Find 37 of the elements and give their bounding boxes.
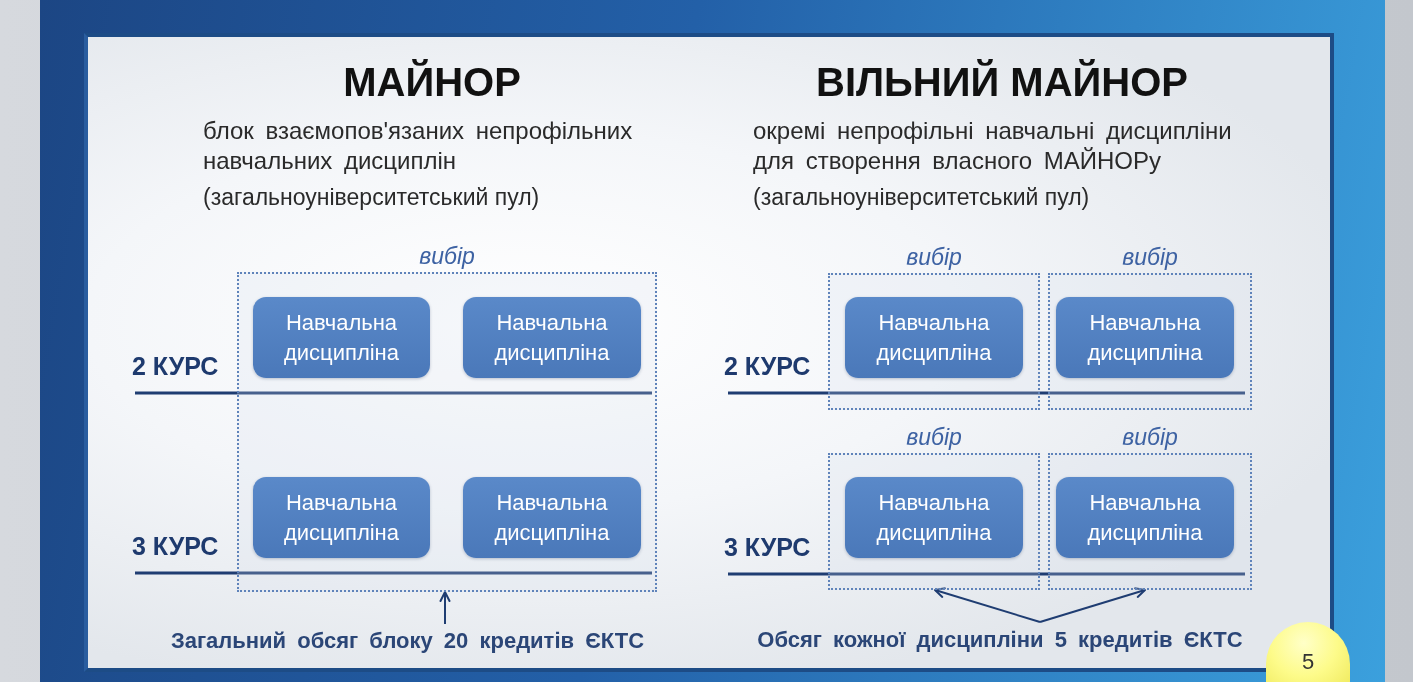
choice-label: вибір bbox=[1122, 243, 1178, 272]
box-text: Навчальна дисципліна bbox=[282, 488, 400, 547]
caption-text: Обсяг кожної дисципліни 5 кредитів ЄКТС bbox=[736, 622, 1264, 658]
note-text: (загальноуніверситетський пул) bbox=[203, 183, 540, 211]
note-text: (загальноуніверситетський пул) bbox=[753, 183, 1090, 211]
rounded-box bbox=[253, 477, 430, 558]
box-text: Навчальна дисципліна bbox=[875, 488, 993, 547]
choice-label: вибір bbox=[906, 423, 962, 452]
rounded-box bbox=[1056, 297, 1234, 378]
heading: МАЙНОР bbox=[342, 58, 522, 106]
box-text: Навчальна дисципліна bbox=[1086, 488, 1204, 547]
description-text: блок взаємопов'язаних непрофільних навчальних дисциплін bbox=[203, 116, 634, 176]
box-text: Навчальна дисципліна bbox=[493, 488, 611, 547]
rounded-box bbox=[845, 477, 1023, 558]
arrow bbox=[1039, 587, 1146, 623]
choice-label: вибір bbox=[1122, 423, 1178, 452]
choice-label: вибір bbox=[906, 243, 962, 272]
course-label: 2 КУРС bbox=[132, 351, 219, 381]
rounded-box bbox=[845, 297, 1023, 378]
rounded-box bbox=[463, 477, 641, 558]
box-text: Навчальна дисципліна bbox=[282, 308, 400, 367]
description-text: окремі непрофільні навчальні дисципліни для створення власного МАЙНОРу bbox=[753, 116, 1233, 176]
course-label: 3 КУРС bbox=[724, 532, 811, 562]
box-text: Навчальна дисципліна bbox=[493, 308, 611, 367]
rounded-box bbox=[463, 297, 641, 378]
course-label: 3 КУРС bbox=[132, 531, 219, 561]
box-text: Навчальна дисципліна bbox=[1086, 308, 1204, 367]
rounded-box bbox=[1056, 477, 1234, 558]
arrow bbox=[439, 591, 451, 625]
course-label: 2 КУРС bbox=[724, 351, 811, 381]
page-number: 5 bbox=[1301, 649, 1315, 675]
caption-text: Загальний обсяг блоку 20 кредитів ЄКТС bbox=[150, 624, 665, 658]
box-text: Навчальна дисципліна bbox=[875, 308, 993, 367]
arrow bbox=[934, 587, 1041, 623]
choice-label: вибір bbox=[419, 242, 475, 271]
rounded-box bbox=[253, 297, 430, 378]
heading: ВІЛЬНИЙ МАЙНОР bbox=[815, 58, 1189, 106]
